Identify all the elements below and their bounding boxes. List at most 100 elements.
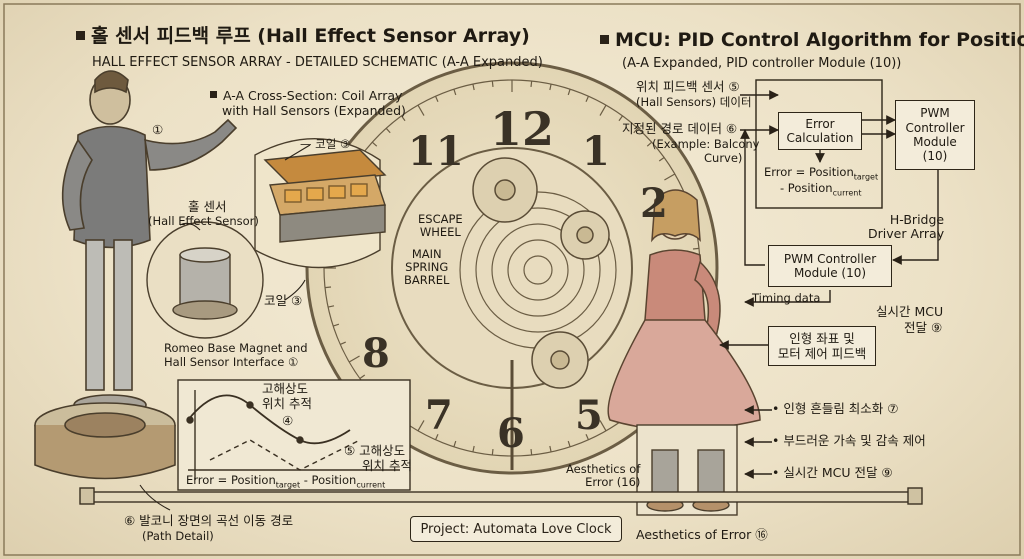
input-path-label-3: Curve) [704, 151, 743, 165]
aesthetics-line-1: Aesthetics of [566, 462, 641, 476]
right-title-text: MCU: PID Control Algorithm for Position [615, 29, 1024, 51]
clock-tick [664, 173, 676, 181]
path-detail-label-1: ⑥ 발코니 장면의 곡선 이동 경로 [124, 513, 294, 528]
romeo-base-device [34, 402, 176, 480]
clock-tick [567, 440, 571, 447]
main-spring-line-1: MAIN [411, 247, 442, 261]
error-calc-line-2: Calculation [786, 131, 854, 145]
aesthetics-bottom-label: Aesthetics of Error ⑯ [636, 527, 768, 542]
input-path-label-2: (Example: Balcony [652, 137, 760, 151]
clock-tick [340, 341, 346, 346]
right-subtitle: (A-A Expanded, PID controller Module (10… [622, 56, 902, 71]
graph-error-equation: Error = Positiontarget - Positioncurrent [186, 473, 386, 490]
pwm-lower-line-1: PWM Controller [783, 251, 877, 266]
romeo-base-label-1: Romeo Base Magnet and [164, 341, 308, 355]
error-equation-right: Error = Positiontarget [764, 165, 879, 182]
clock-tick [324, 286, 332, 289]
clock-tick [453, 89, 457, 96]
clock-tick [491, 80, 494, 88]
clock-tick [385, 127, 391, 134]
clock-tick [599, 104, 607, 116]
clock-numeral-8: 8 [362, 330, 390, 377]
path-detail-label-2: (Path Detail) [142, 529, 214, 543]
eq-mid: - Position [300, 473, 357, 487]
gear-bottom [531, 331, 589, 389]
clock-tick [333, 323, 340, 327]
clock-tick [646, 141, 653, 147]
graph-label-1b: 위치 추적 [262, 396, 312, 411]
marker-1: ① [152, 122, 164, 137]
gear-large [472, 157, 538, 223]
clock-tick [453, 440, 457, 447]
left-title-text: 홀 센서 피드백 루프 (Hall Effect Sensor Array) [91, 25, 530, 47]
bullet-realtime: • 실시간 MCU 전달 ⑨ [772, 465, 893, 480]
project-label-box: Project: Automata Love Clock [410, 516, 622, 542]
coil-array-closeup [254, 138, 387, 269]
romeo-figure [61, 70, 238, 416]
clock-tick [417, 104, 425, 116]
feedback-line-2: 모터 제어 피드백 [777, 346, 867, 361]
clock-tick [371, 141, 378, 147]
pid-arrows [719, 90, 939, 479]
eq-sub-current: current [356, 480, 386, 490]
right-title: MCU: PID Control Algorithm for Position [600, 29, 1024, 52]
coil-label-mid: 코일 ③ [264, 293, 303, 308]
clock-numeral-1: 1 [582, 128, 610, 175]
sensor-magnet-closeup [146, 221, 264, 339]
coil-label-top: — 코일 ③ [300, 137, 351, 151]
pwm-lower-line-2: Module (10) [793, 266, 867, 280]
bullet-sway: • 인형 흔들림 최소화 ⑦ [772, 401, 899, 416]
escape-wheel-line-1: ESCAPE [418, 212, 463, 226]
timing-data-label: Timing data [752, 291, 821, 305]
error-calc-line-1: Error [805, 116, 835, 131]
graph-marker-4: ④ [282, 413, 294, 428]
clock-tick [327, 305, 335, 308]
clock-tick [567, 89, 571, 96]
cross-section-title: A-A Cross-Section: Coil Array [210, 88, 403, 103]
aesthetics-line-2: Error (16) [585, 475, 641, 490]
pwm-module-line-1: PWM [920, 106, 950, 121]
clock-tick [585, 96, 590, 102]
clock-numeral-11: 11 [408, 128, 464, 175]
clock-tick [472, 445, 475, 453]
graph-label-1a: 고해상도 [262, 381, 309, 396]
clock-face [305, 61, 719, 475]
eq-right-sub-target: target [853, 172, 879, 182]
hall-sensor-label-ko: 홀 센서 [188, 199, 227, 214]
clock-tick [633, 127, 639, 134]
graph-label-2b: 위치 추적 [362, 458, 412, 473]
input-hall-label-1: 위치 피드백 센서 ⑤ [636, 79, 740, 94]
base-platform [79, 487, 923, 505]
bullet-square-icon [210, 91, 217, 98]
title-square-icon [600, 35, 609, 44]
page-border [3, 3, 1021, 556]
clock-tick [472, 83, 475, 91]
cross-section-line-1: A-A Cross-Section: Coil Array [223, 88, 403, 103]
clock-tick [549, 83, 552, 91]
pwm-module-line-4: (10) [922, 149, 948, 164]
hbridge-line-2: Driver Array [868, 226, 945, 242]
realtime-mcu-label-2: 전달 ⑨ [904, 320, 943, 335]
feedback-line-1: 인형 좌표 및 [789, 331, 855, 346]
eq-prefix: Error = Position [186, 473, 276, 487]
main-spring-line-2: SPRING [405, 260, 449, 275]
eq-right-mid: - Position [780, 181, 833, 195]
gear-right [560, 210, 610, 260]
input-hall-label-2: (Hall Sensors) 데이터 [636, 95, 752, 109]
position-graph [177, 379, 411, 491]
cross-section-title-2: with Hall Sensors (Expanded) [222, 103, 406, 118]
clock-numeral-5: 5 [575, 392, 603, 439]
clock-tick [585, 434, 590, 440]
escape-wheel-line-2: WHEEL [419, 225, 461, 240]
clock-tick [434, 96, 439, 102]
clock-tick [434, 434, 439, 440]
clock-numeral-6: 6 [497, 410, 525, 457]
project-label: Project: Automata Love Clock [420, 521, 612, 537]
